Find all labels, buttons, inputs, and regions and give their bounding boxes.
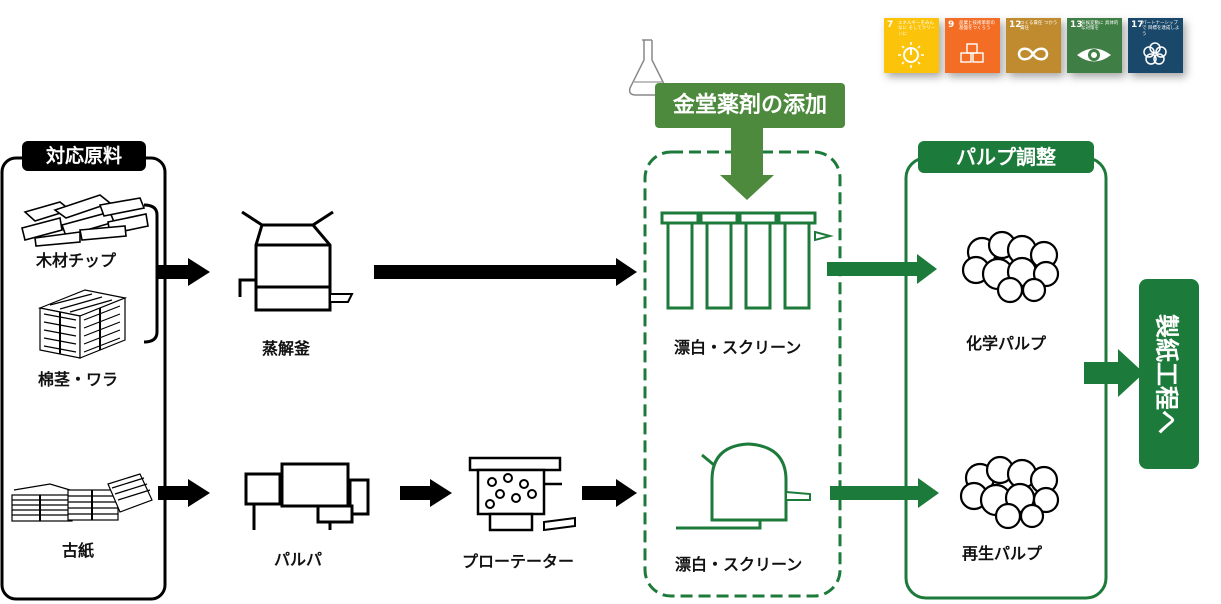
digester-icon <box>238 210 354 312</box>
pulp-adjust-title: パルプ調整 <box>918 141 1094 173</box>
sdg-17-badge: 17 パートナーシップで 目標を達成しよう <box>1128 18 1183 73</box>
arrow-pulper-to-flotator <box>400 479 452 507</box>
wood-chips-icon <box>21 194 149 247</box>
materials-bracket <box>143 203 159 344</box>
flotator-label: プローテーター <box>462 552 575 571</box>
recycled-pulp-label: 再生パルプ <box>962 544 1043 563</box>
bleach-tubes-icon <box>660 211 834 310</box>
arrow-digester-to-bleach <box>374 258 637 286</box>
sdg-13-badge: 13 気候変動に 具体的な対策を <box>1067 18 1122 73</box>
eye-earth-icon <box>1077 48 1111 62</box>
arrow-pulp-to-papermaking <box>1084 349 1144 397</box>
straw-bale-icon <box>37 289 128 359</box>
cotton-straw-label: 棉茎・ワラ <box>38 370 119 389</box>
arrow-materials-to-digester <box>158 258 210 286</box>
flower-icon <box>1143 42 1167 65</box>
materials-title: 対応原料 <box>22 141 146 171</box>
flotator-icon <box>468 456 576 532</box>
papermaking-label: 製紙工程へ <box>1139 279 1199 469</box>
digester-label: 蒸解釜 <box>262 339 311 358</box>
wood-chips-label: 木材チップ <box>36 251 117 270</box>
waste-paper-label: 古紙 <box>62 541 95 560</box>
arrow-chemical-down <box>720 128 774 200</box>
sdg-7-badge: 7 エネルギーをみんなに そしてクリーンに <box>884 18 939 73</box>
pulp-adjust-box <box>904 156 1108 600</box>
bleach-screen-top-label: 漂白・スクリーン <box>674 338 802 357</box>
chemical-pulp-icon <box>961 230 1060 304</box>
sdg-9-badge: 9 産業と技術革新の 基盤をつくろう <box>945 18 1000 73</box>
cubes-icon <box>960 43 984 63</box>
sdg-12-badge: 12 つくる責任 つかう責任 <box>1006 18 1061 73</box>
arrow-flotator-to-bleach <box>582 479 637 507</box>
bleach-dashed-box <box>643 150 842 598</box>
bleach-screen-bottom-label: 漂白・スクリーン <box>675 555 803 574</box>
bleach-dome-icon <box>676 442 811 530</box>
chemical-additive-label: 金堂薬剤の添加 <box>655 83 845 128</box>
waste-paper-icon <box>11 473 153 522</box>
pulper-icon <box>244 462 370 530</box>
sun-power-icon <box>898 42 924 68</box>
infinity-icon <box>1017 47 1049 61</box>
papermaking-text: 製紙工程へ <box>1152 314 1181 434</box>
chemical-pulp-label: 化学パルプ <box>966 334 1047 353</box>
arrow-bleach-to-recycled-pulp <box>830 478 939 508</box>
pulper-label: パルパ <box>274 550 323 569</box>
arrow-wastepaper-to-pulper <box>158 479 210 507</box>
recycled-pulp-icon <box>959 455 1060 530</box>
arrow-bleach-to-chemical-pulp <box>827 254 937 284</box>
